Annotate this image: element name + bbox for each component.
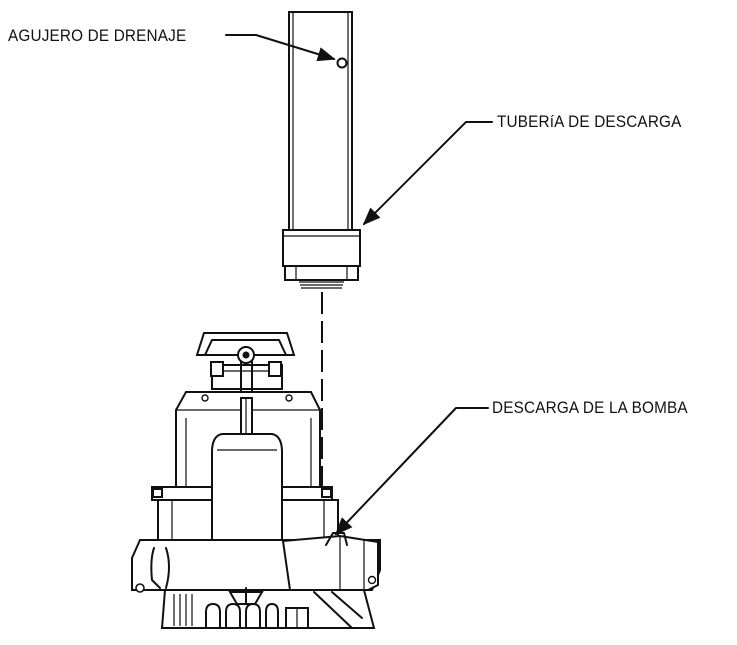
intake-slots [173, 591, 363, 629]
sump-pump [131, 332, 381, 629]
drain-hole [336, 57, 348, 69]
leader-pump-discharge [334, 407, 489, 536]
pipe-coupling [282, 229, 361, 289]
label-discharge-pipe: TUBERíA DE DESCARGA [497, 112, 682, 131]
discharge-pipe [288, 11, 353, 231]
leader-drain-hole [225, 34, 336, 62]
label-pump-discharge: DESCARGA DE LA BOMBA [492, 398, 688, 417]
pump-discharge-outlet [281, 532, 379, 591]
thread-lines [299, 281, 344, 289]
leader-discharge-pipe [362, 121, 493, 226]
label-drain-hole: AGUJERO DE DRENAJE [8, 26, 187, 45]
